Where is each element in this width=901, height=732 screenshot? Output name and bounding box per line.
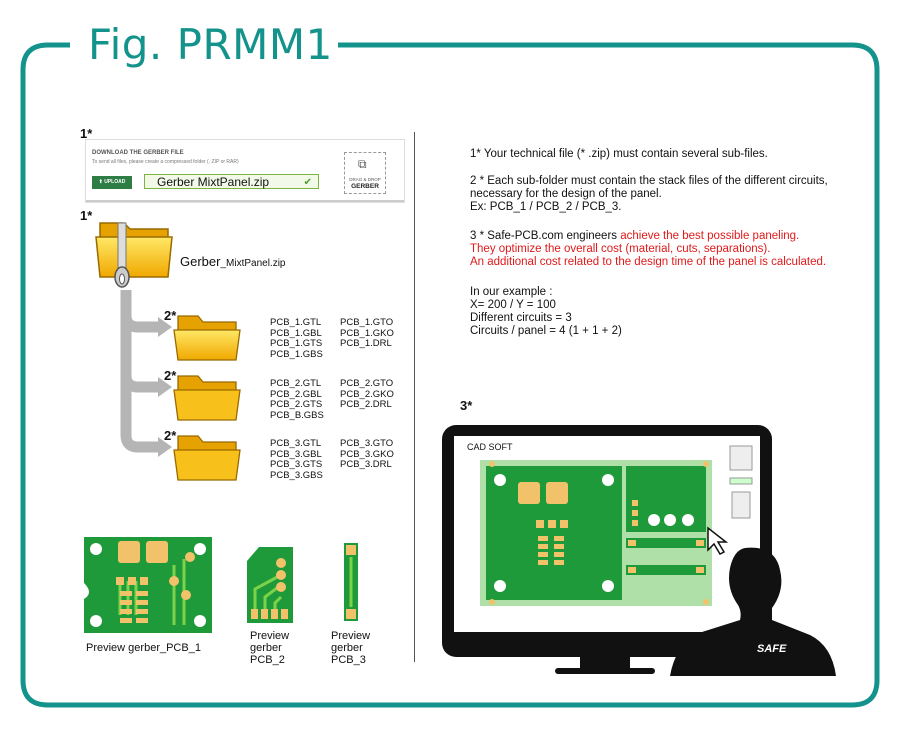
check-icon: ✔ [303,177,312,188]
cad-app-label: CAD SOFT [467,442,513,452]
column-divider [414,132,415,662]
pcb2-preview-board [247,547,293,623]
step-2-marker-pcb3: 2* [164,428,177,443]
explanation-step-3: 3 * Safe-PCB.com engineers achieve the b… [470,230,827,268]
pcb3-folder-icon [173,435,241,481]
gerber-file-field[interactable]: Gerber MixtPanel.zip ✔ [144,174,319,189]
zip-folder-icon [95,222,173,288]
upload-button-label: UPLOAD [104,179,126,185]
step-2-marker-pcb2: 2* [164,368,177,383]
explanation-step-2: 2 * Each sub-folder must contain the sta… [470,175,828,213]
upload-icon: ⬆ [98,179,105,185]
upload-subtext: To send all files, please create a compr… [92,159,239,165]
step-3-marker: 3* [460,398,473,413]
figure-title: Fig. PRMM1 [88,20,333,69]
step-2-marker-pcb1: 2* [164,308,177,323]
step-1-marker: 1* [80,126,93,141]
pcb1-folder-icon [173,315,241,361]
safe-shirt-logo: SAFE [757,643,787,655]
drag-drop-gerber-label: GERBER [351,183,379,190]
pcb2-folder-icon [173,375,241,421]
upload-panel: DOWNLOAD THE GERBER FILE To send all fil… [86,140,404,202]
cad-monitor-graphic [442,425,836,676]
upload-button[interactable]: ⬆ UPLOAD [92,176,132,189]
gerber-file-name: Gerber MixtPanel.zip [157,175,270,189]
drag-drop-label: DRAG & DROP [349,177,381,182]
pcb3-preview-board [344,543,358,621]
explanation-step-1: 1* Your technical file (* .zip) must con… [470,148,768,160]
step-1-folder-marker: 1* [80,208,93,223]
folder-tree-graphic [95,222,173,457]
pcb1-preview-board [84,537,212,633]
upload-heading: DOWNLOAD THE GERBER FILE [92,150,184,156]
pcb1-preview-caption: Preview gerber_PCB_1 [86,642,201,654]
drop-file-icon: ⧉ [358,157,367,171]
zip-file-label: Gerber_MixtPanel.zip [180,254,286,269]
drag-drop-zone[interactable]: ⧉ DRAG & DROP GERBER [344,152,386,194]
